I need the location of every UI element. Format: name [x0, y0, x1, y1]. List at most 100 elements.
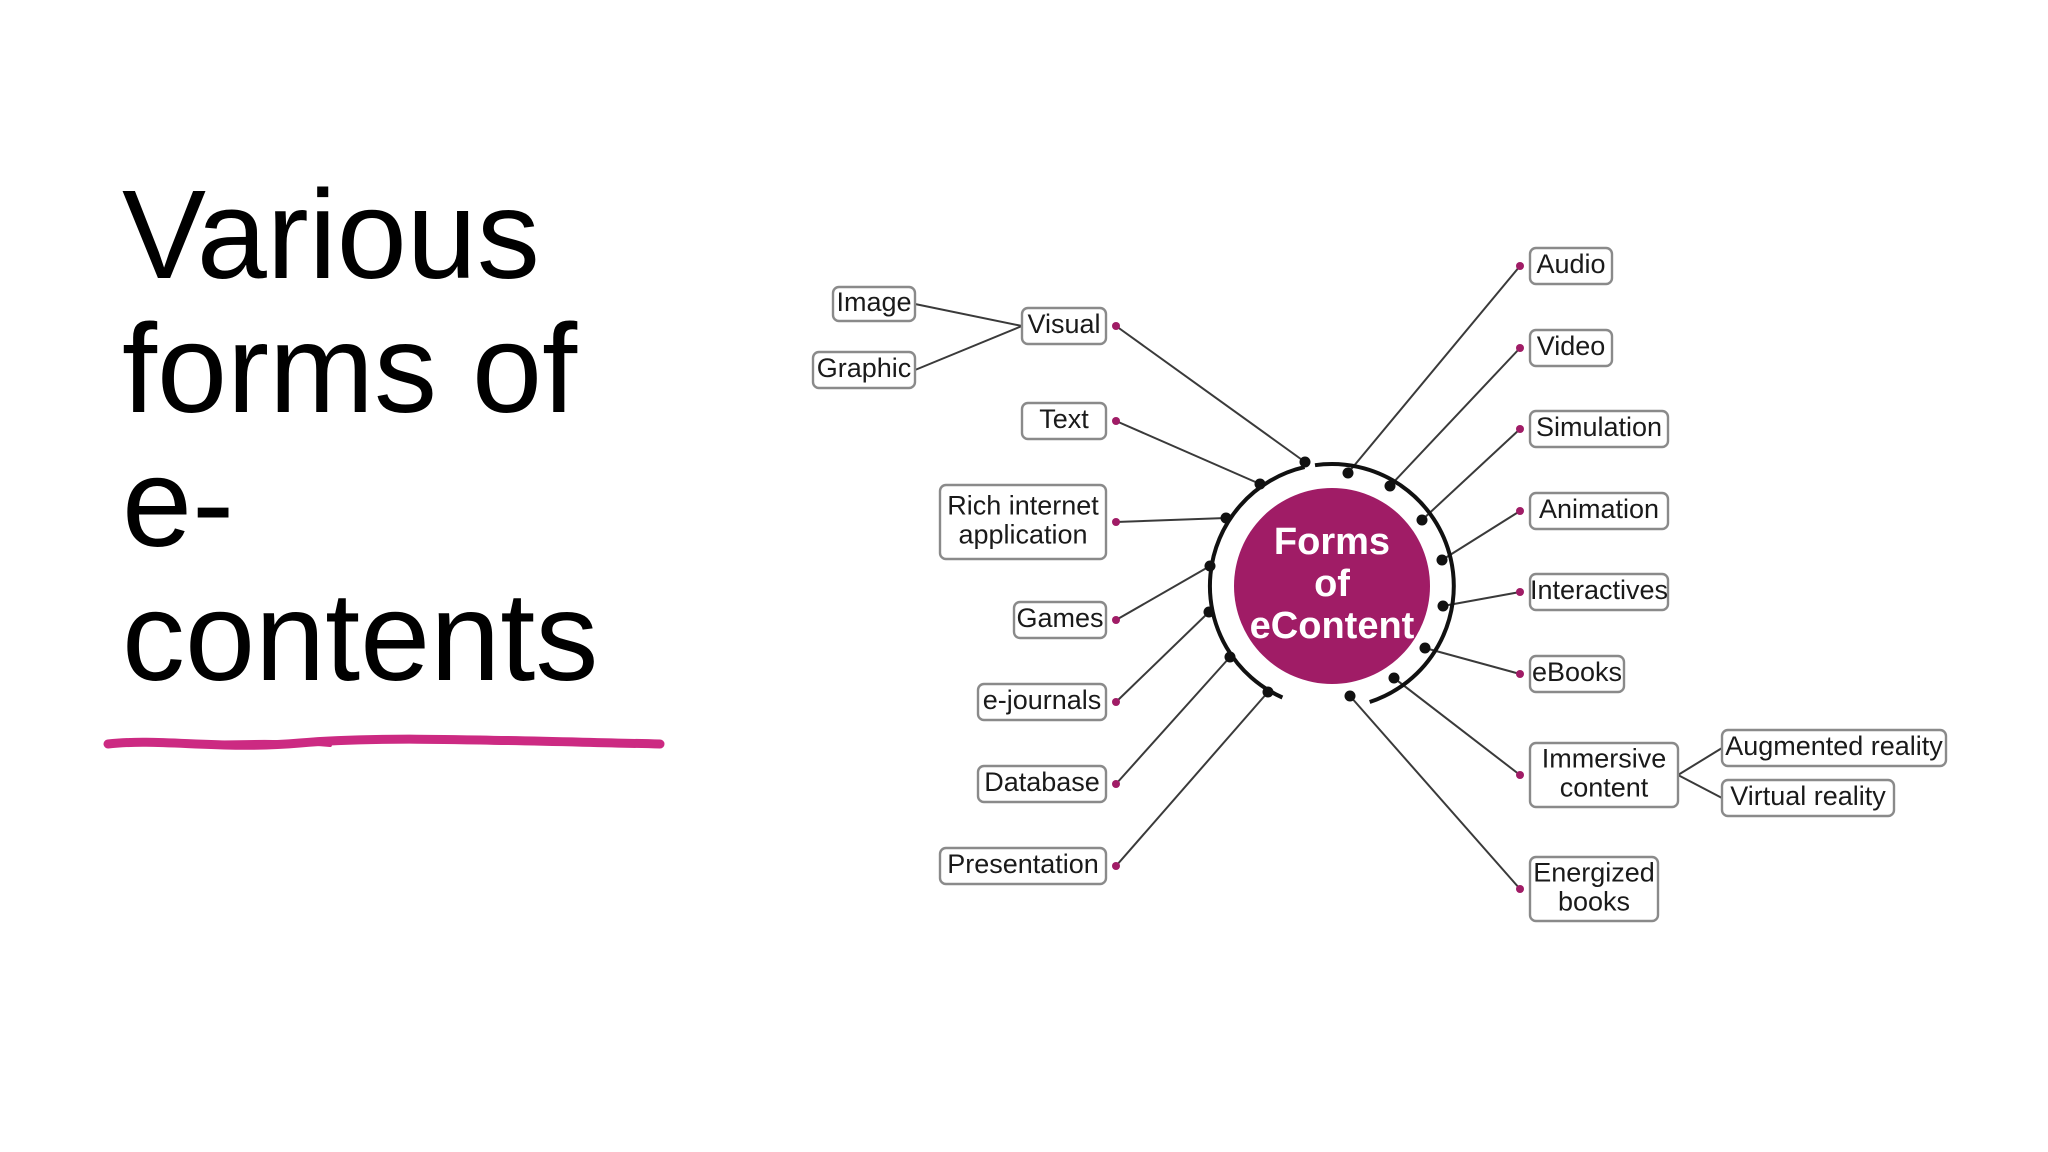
simulation-label: Simulation — [1536, 412, 1662, 442]
database-node-dot — [1112, 780, 1120, 788]
database-connector — [1115, 656, 1231, 785]
immersive-content-label-line: content — [1560, 773, 1649, 803]
virtual-reality-label-line: Virtual reality — [1730, 781, 1886, 811]
text-node-dot — [1112, 417, 1120, 425]
image-visual-link — [914, 303, 1023, 327]
visual-node-dot — [1112, 322, 1120, 330]
augmented-reality-label: Augmented reality — [1725, 731, 1943, 761]
ebooks-label: eBooks — [1532, 657, 1622, 687]
e-journals-connector — [1115, 611, 1210, 703]
presentation-connector — [1115, 691, 1269, 867]
image-label: Image — [836, 287, 911, 317]
ebooks-box — [1528, 654, 1626, 694]
visual-node: Visual — [1020, 306, 1108, 346]
immersive-content-box — [1528, 741, 1680, 809]
rich-internet-application-label-line: application — [958, 520, 1087, 550]
games-label: Games — [1016, 603, 1103, 633]
hub-arcs — [1207, 462, 1456, 704]
hub-label-line: Forms — [1274, 521, 1390, 563]
hub-circle — [1234, 488, 1430, 684]
visual-label: Visual — [1027, 309, 1100, 339]
video-box — [1528, 328, 1614, 368]
simulation-node-dot — [1516, 425, 1524, 433]
immersive-content-node-dot — [1516, 771, 1524, 779]
database-label: Database — [984, 767, 1100, 797]
text-label-line: Text — [1039, 404, 1089, 434]
e-journals-box — [976, 682, 1108, 722]
graphic-box — [811, 350, 917, 390]
games-connector — [1115, 565, 1211, 621]
e-journals-label-line: e-journals — [983, 685, 1102, 715]
database-box — [976, 764, 1108, 804]
slide-title: Various forms of e- contents — [122, 164, 599, 707]
virtual-reality-box — [1720, 778, 1896, 818]
image-label-line: Image — [836, 287, 911, 317]
text-label: Text — [1039, 404, 1089, 434]
augmented-reality-node: Augmented reality — [1720, 728, 1948, 768]
animation-label: Animation — [1539, 494, 1659, 524]
ebooks-label-line: eBooks — [1532, 657, 1622, 687]
immersive-virtual-link — [1677, 774, 1723, 799]
visual-connector — [1115, 325, 1306, 463]
right-hub-arc — [1314, 462, 1456, 704]
database-label-line: Database — [984, 767, 1100, 797]
augmented-reality-label-line: Augmented reality — [1725, 731, 1943, 761]
immersive-augmented-link — [1677, 747, 1723, 776]
title-underline — [103, 734, 665, 750]
audio-node: Audio — [1528, 246, 1614, 286]
energized-books-label-line: books — [1558, 887, 1630, 917]
visual-label-line: Visual — [1027, 309, 1100, 339]
graphic-visual-link — [914, 325, 1023, 371]
simulation-hub-dot — [1416, 514, 1428, 526]
audio-node-dot — [1516, 262, 1524, 270]
games-node: Games — [1012, 600, 1108, 640]
e-journals-node: e-journals — [976, 682, 1108, 722]
database-node: Database — [976, 764, 1108, 804]
ebooks-connector — [1424, 647, 1521, 675]
text-connector — [1115, 420, 1261, 485]
audio-label: Audio — [1536, 249, 1605, 279]
image-node: Image — [831, 285, 917, 323]
interactives-label-line: Interactives — [1530, 575, 1668, 605]
video-connector — [1389, 347, 1521, 487]
hub-label-line: eContent — [1250, 605, 1415, 647]
ebooks-node: eBooks — [1528, 654, 1626, 694]
animation-connector — [1441, 510, 1521, 561]
virtual-reality-node: Virtual reality — [1720, 778, 1896, 818]
audio-hub-dot — [1342, 467, 1354, 479]
visual-box — [1020, 306, 1108, 346]
interactives-node: Interactives — [1528, 572, 1670, 612]
ebooks-node-dot — [1516, 670, 1524, 678]
presentation-label: Presentation — [947, 849, 1099, 879]
graphic-node: Graphic — [811, 350, 917, 390]
presentation-node: Presentation — [938, 846, 1108, 886]
interactives-box — [1528, 572, 1670, 612]
rich-internet-application-node-dot — [1112, 518, 1120, 526]
video-label-line: Video — [1537, 331, 1606, 361]
image-box — [831, 285, 917, 323]
simulation-node: Simulation — [1528, 409, 1670, 449]
games-box — [1012, 600, 1108, 640]
visual-hub-dot — [1299, 456, 1311, 468]
video-label: Video — [1537, 331, 1606, 361]
left-hub-arc — [1207, 465, 1306, 700]
games-node-dot — [1112, 616, 1120, 624]
audio-label-line: Audio — [1536, 249, 1605, 279]
graphic-label: Graphic — [817, 353, 912, 383]
augmented-reality-box — [1720, 728, 1948, 768]
video-hub-dot — [1384, 480, 1396, 492]
energized-books-hub-dot — [1344, 690, 1356, 702]
games-label-line: Games — [1016, 603, 1103, 633]
virtual-reality-label: Virtual reality — [1730, 781, 1886, 811]
hub-label-line: of — [1314, 563, 1350, 605]
connectors-layer — [914, 262, 1723, 893]
immersive-content-label-line: Immersive — [1542, 744, 1667, 774]
